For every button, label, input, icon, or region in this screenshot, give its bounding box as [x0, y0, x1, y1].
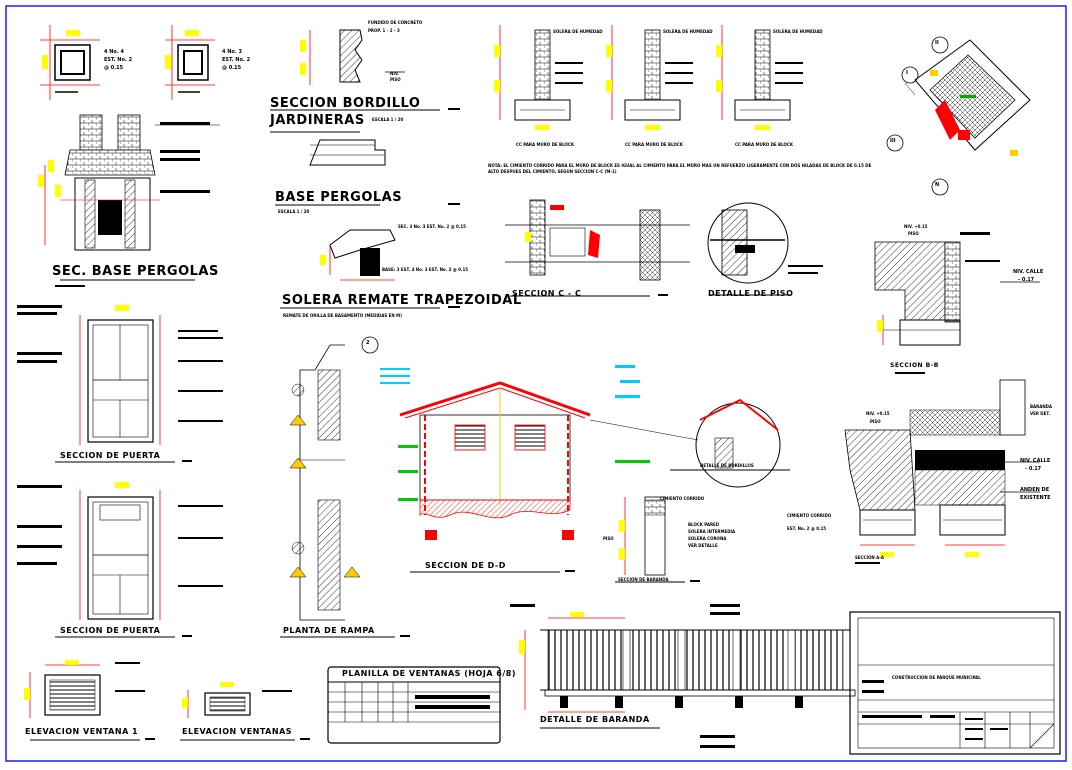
north-marker-ii: II	[935, 40, 939, 46]
section-c-c	[505, 199, 690, 297]
base-pergolas-section	[38, 114, 220, 287]
title-jardineras: JARDINERAS	[270, 113, 365, 128]
section-a-a	[844, 379, 1040, 564]
site-key-plan	[886, 36, 1031, 196]
column-section-a	[40, 25, 100, 100]
footing-1	[494, 25, 583, 130]
level-calle-b: NIV. CALLE	[1020, 458, 1051, 464]
level-piso-a: NIV. +0.15	[904, 224, 928, 229]
baranda-piso-tag: PISO	[603, 536, 614, 541]
column-a-bars: 4 No. 4	[104, 49, 124, 55]
title-block-project: CONSTRUCCION DE PARQUE MUNICIPAL	[892, 675, 981, 680]
column-a-stirrups: EST. No. 2	[104, 57, 133, 63]
level-calle-a: NIV. CALLE	[1013, 269, 1044, 275]
footing-details	[494, 25, 803, 130]
column-section-b	[165, 25, 215, 100]
footing-note-3: SOLERA DE HUMEDAD	[773, 29, 823, 34]
level-baranda: BARANDA	[1030, 404, 1053, 409]
railing-detail	[510, 604, 856, 748]
footing-label-2: CC PARA MURO DE BLOCK	[625, 142, 683, 147]
baranda-note-2: BLOCK PARED	[688, 522, 720, 527]
solera-remate-sub: REMATE DE ORILLA DE BASAMENTO (MEDIDAS E…	[283, 313, 402, 318]
level-piso-b: NIV. +0.15	[866, 411, 890, 416]
window-elevation-1	[24, 660, 155, 741]
curb-level-piso: PISO	[390, 77, 401, 82]
curb-mix: PROP. 1 - 2 - 3	[368, 28, 400, 33]
baranda-section	[615, 496, 700, 583]
footing-note-1: SOLERA DE HUMEDAD	[553, 29, 603, 34]
level-calle-b-val: - 0.17	[1025, 466, 1042, 472]
title-planilla-ventanas: PLANILLA DE VENTANAS (HOJA 6/8)	[342, 669, 517, 678]
column-b-stirrups: EST. No. 2	[222, 57, 251, 63]
title-detalle-bordillos: DETALLE DE BORDILLOS	[700, 463, 754, 468]
baranda-note-1: CIMIENTO CORRIDO	[660, 496, 705, 501]
solera-base: BASE: 3 EST. 4 No. 3 EST. No. 2 @ 0.15	[382, 267, 469, 272]
base-pergolas-scale: ESCALA 1 / 20	[278, 209, 310, 214]
title-seccion-aa: SECCION A-A	[855, 555, 884, 560]
title-detalle-piso: DETALLE DE PISO	[708, 289, 794, 298]
level-calle-a-val: - 0.17	[1018, 277, 1035, 283]
title-block	[849, 611, 1061, 755]
title-solera-remate: SOLERA REMATE TRAPEZOIDAL	[282, 293, 522, 308]
title-seccion-bb: SECCION B-B	[890, 362, 939, 369]
baranda-note-3: SOLERA INTERMEDIA	[688, 529, 736, 534]
title-detalle-baranda: DETALLE DE BARANDA	[540, 715, 650, 724]
north-marker-i: I	[906, 70, 908, 76]
rebar-tag-1: CIMIENTO CORRIDO	[787, 513, 832, 518]
ramp-marker: 2	[366, 340, 370, 346]
title-base-pergolas: BASE PERGOLAS	[275, 190, 403, 205]
column-a-spacing: @ 0.15	[104, 65, 124, 71]
footing-note-2: SOLERA DE HUMEDAD	[663, 29, 713, 34]
rebar-tag-2: EST. No. 2 @ 0.15	[787, 526, 827, 531]
north-marker-n: N	[935, 182, 940, 188]
title-seccion-dd: SECCION DE D-D	[425, 561, 506, 570]
north-marker-iii: III	[890, 138, 896, 144]
window-schedule-table	[327, 666, 501, 744]
sheet-border	[5, 5, 1067, 762]
title-elev-ventana-1: ELEVACION VENTANA 1	[25, 727, 139, 736]
ramp-plan	[280, 336, 410, 638]
floor-detail	[707, 202, 823, 296]
title-elev-ventanas: ELEVACION VENTANAS	[182, 727, 293, 736]
footing-label-3: CC PARA MURO DE BLOCK	[735, 142, 793, 147]
title-seccion-bordillo: SECCION BORDILLO	[270, 96, 421, 111]
door-section-2	[17, 482, 223, 638]
footing-label-1: CC PARA MURO DE BLOCK	[516, 142, 574, 147]
title-seccion-cc: SECCION C - C	[512, 289, 582, 298]
bordillo-section	[270, 29, 460, 206]
level-baranda-sub: VER DET.	[1030, 411, 1050, 416]
solera-remate-detail	[280, 229, 460, 309]
jardineras-scale: ESCALA 1 / 20	[372, 117, 404, 122]
title-seccion-baranda: SECCION DE BARANDA	[618, 577, 669, 582]
section-b-b	[874, 232, 1040, 374]
door-section-1	[17, 305, 223, 463]
house-section-d-d	[380, 365, 790, 573]
footing-2	[606, 25, 693, 130]
note-cimiento: NOTA: EL CIMIENTO CORRIDO PARA EL MURO D…	[488, 163, 872, 174]
level-anden: ANDEN DE	[1020, 487, 1050, 493]
column-b-bars: 4 No. 3	[222, 49, 242, 55]
title-seccion-puerta-2: SECCION DE PUERTA	[60, 626, 161, 635]
level-anden-sub: EXISTENTE	[1020, 495, 1051, 501]
title-sec-base-pergolas: SEC. BASE PERGOLAS	[52, 264, 219, 279]
column-b-spacing: @ 0.15	[222, 65, 242, 71]
baranda-note-5: VER DETALLE	[688, 543, 718, 548]
window-elevation-2	[180, 682, 310, 741]
solera-bars: SEC. 3 No. 3 EST. No. 2 @ 0.15	[398, 224, 466, 229]
title-seccion-puerta-1: SECCION DE PUERTA	[60, 451, 161, 460]
curb-note: FUNDIDO DE CONCRETO	[368, 20, 423, 25]
title-planta-rampa: PLANTA DE RAMPA	[283, 626, 375, 635]
curb-level-nv: NIV.	[390, 71, 399, 76]
baranda-note-4: SOLERA CORONA	[688, 536, 727, 541]
level-piso-a-sub: PISO	[908, 231, 919, 236]
level-piso-b-sub: PISO	[870, 419, 881, 424]
footing-3	[716, 25, 803, 130]
